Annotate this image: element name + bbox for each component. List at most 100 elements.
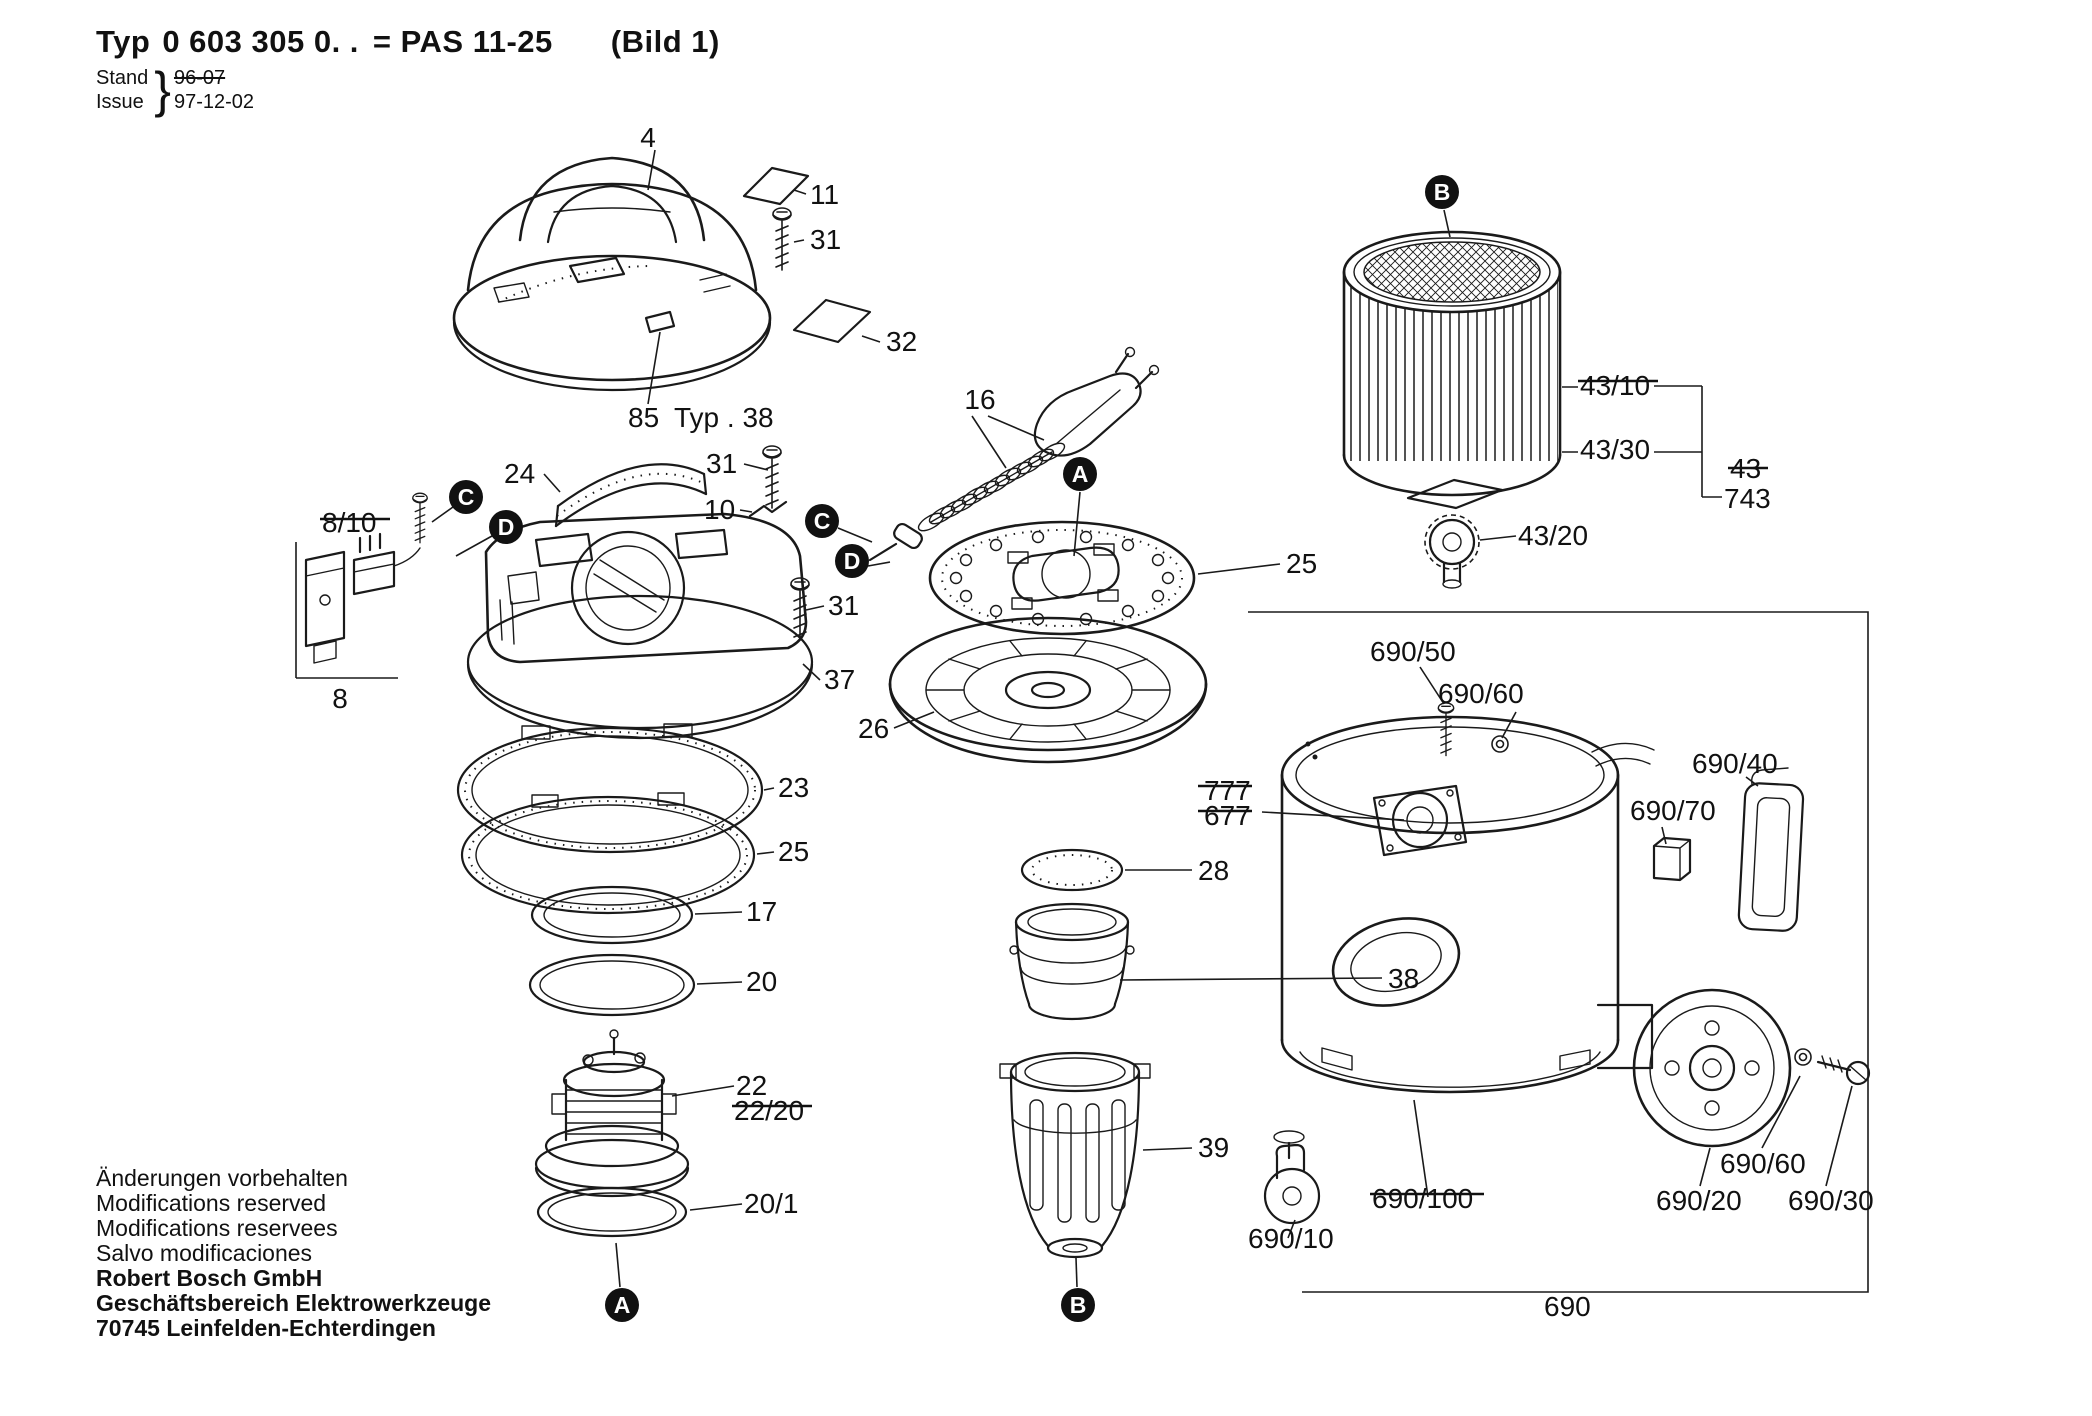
label-690-50: 690/50 (1370, 636, 1456, 667)
part-filter-cartridge-43 (1342, 230, 1562, 497)
part-ring-23 (456, 723, 764, 854)
footer-line-es: Salvo modificaciones (96, 1240, 313, 1266)
screw-31-housing (790, 577, 810, 641)
part-seal-strip-24 (554, 463, 708, 528)
label-4: 4 (640, 122, 656, 153)
part-top-cover-4 (452, 156, 772, 392)
title-model-number: 0 603 305 0. . (162, 24, 359, 59)
label-16: 16 (964, 384, 995, 415)
label-31-top: 31 (810, 224, 841, 255)
stand-issue-block: Stand Issue } 96-07 97-12-02 (96, 62, 720, 118)
badge-b-cage: B (1061, 1288, 1095, 1322)
label-8-10: 8/10 (322, 507, 377, 538)
part-float-cage-39 (999, 1051, 1151, 1259)
page-title: Typ 0 603 305 0. . = PAS 11-25 (Bild 1) (96, 24, 720, 60)
part-hook-690-40 (1737, 767, 1805, 932)
title-bild: (Bild 1) (610, 24, 720, 59)
part-labels: 4 11 31 32 85 Typ . 38 24 31 10 16 8/10 … (322, 122, 1874, 1322)
washer-690-60-top (1491, 735, 1509, 753)
label-24: 24 (504, 458, 535, 489)
issue-value: 97-12-02 (173, 91, 255, 113)
screw-31-mid (762, 445, 782, 509)
label-32: 32 (886, 326, 917, 357)
label-31-mid: 31 (706, 448, 737, 479)
part-wheel-690-20 (1596, 988, 1792, 1148)
part-filter-disc-28 (1020, 848, 1124, 892)
label-26: 26 (858, 713, 889, 744)
part-float-38 (1009, 902, 1135, 1021)
screw-690-50 (1437, 702, 1455, 757)
svg-text:C: C (814, 508, 831, 534)
title-model-name: = PAS 11-25 (372, 24, 553, 59)
label-37: 37 (824, 664, 855, 695)
label-10: 10 (704, 494, 735, 525)
part-knob-43-20 (1424, 514, 1480, 589)
part-gasket-43-30 (1406, 478, 1504, 510)
badge-a-motor: A (605, 1288, 639, 1322)
badge-c-cord: C (805, 504, 839, 538)
badge-b-filter: B (1425, 175, 1459, 209)
label-22: 22 (736, 1070, 767, 1101)
label-22-20: 22/20 (734, 1095, 804, 1126)
label-85: 85 (628, 402, 659, 433)
bolt-690-30 (1816, 1055, 1871, 1086)
label-11: 11 (810, 179, 839, 210)
label-690-60-axle: 690/60 (1720, 1148, 1806, 1179)
part-power-cord-16 (868, 346, 1160, 562)
svg-text:D: D (844, 548, 861, 574)
title-block: Typ 0 603 305 0. . = PAS 11-25 (Bild 1) Sta… (96, 24, 720, 118)
label-690-30: 690/30 (1788, 1185, 1874, 1216)
svg-text:A: A (1072, 461, 1089, 487)
label-690-20: 690/20 (1656, 1185, 1742, 1216)
badge-c-left: C (449, 480, 483, 514)
footer-division: Geschäftsbereich Elektrowerkzeuge (96, 1290, 491, 1316)
label-25-left: 25 (778, 836, 809, 867)
reference-badges: C D C D A A B (449, 175, 1459, 1322)
svg-text:D: D (498, 514, 515, 540)
label-43-20: 43/20 (1518, 520, 1588, 551)
label-38: 38 (1388, 963, 1419, 994)
label-39: 39 (1198, 1132, 1229, 1163)
part-caster-690-10 (1263, 1130, 1321, 1225)
footer-line-fr: Modifications reservees (96, 1215, 338, 1241)
label-17: 17 (746, 896, 777, 927)
label-43: 43 (1730, 453, 1761, 484)
screw-31-top (772, 207, 792, 271)
issue-label: Issue (96, 91, 144, 113)
label-85-typ-38: Typ . 38 (674, 402, 774, 433)
bracket-lines (1248, 385, 1869, 1293)
part-motor-22 (534, 1029, 690, 1198)
badge-a-diffuser: A (1063, 457, 1097, 491)
label-690-100: 690/100 (1372, 1183, 1473, 1214)
part-diffuser-plate-25 (928, 520, 1196, 636)
part-block-690-70 (1652, 836, 1692, 882)
label-25-right: 25 (1286, 548, 1317, 579)
stand-issue-brace: } (154, 62, 171, 118)
part-ring-17 (530, 885, 694, 945)
label-23: 23 (778, 772, 809, 803)
part-ring-25 (460, 792, 756, 915)
strike-lines (320, 379, 1768, 1196)
stand-issue-values: 96-07 97-12-02 (174, 66, 254, 114)
footer-line-en: Modifications reserved (96, 1190, 327, 1216)
label-690-10: 690/10 (1248, 1223, 1334, 1254)
label-31-housing: 31 (828, 590, 859, 621)
svg-text:B: B (1434, 179, 1451, 205)
title-typ: Typ (96, 24, 151, 59)
footer-address: 70745 Leinfelden-Echterdingen (96, 1315, 436, 1341)
label-690-70: 690/70 (1630, 795, 1716, 826)
badge-d-left: D (489, 510, 523, 544)
part-ring-20-1 (536, 1186, 688, 1238)
svg-text:A: A (614, 1292, 631, 1318)
label-777: 777 (1204, 775, 1251, 806)
part-tank-690 (1280, 715, 1655, 1094)
part-ring-20 (528, 953, 696, 1017)
label-20-1: 20/1 (744, 1188, 799, 1219)
label-28: 28 (1198, 855, 1229, 886)
part-gasket-11 (742, 166, 810, 206)
label-743: 743 (1724, 483, 1771, 514)
svg-text:B: B (1070, 1292, 1087, 1318)
part-pad-32 (792, 298, 872, 344)
